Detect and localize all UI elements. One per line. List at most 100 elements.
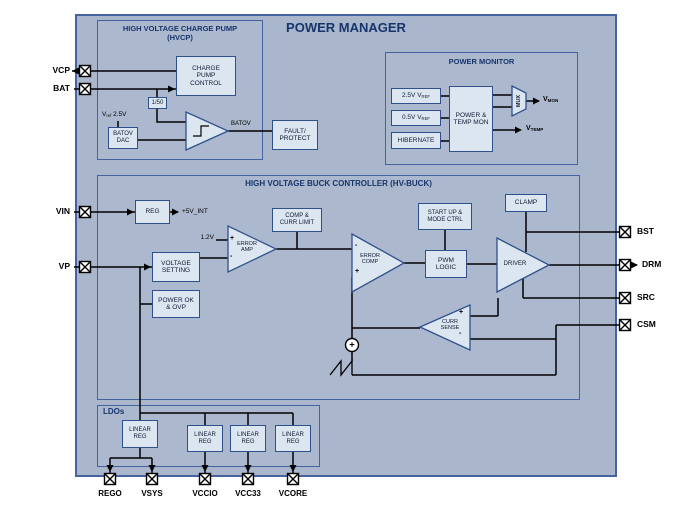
sawtooth-symbol: [329, 359, 353, 377]
block-pwm-logic: PWM LOGIC: [425, 250, 467, 278]
pin-csm: [618, 318, 632, 332]
vtemp-label: VTEMP: [526, 125, 543, 132]
hysteresis-icon: [193, 125, 209, 137]
error-amp-triangle: [227, 224, 278, 274]
block-power-ok-ovp: POWER OK & OVP: [152, 290, 200, 318]
block-divider-1-50: 1/50: [148, 97, 167, 109]
mux-trapezoid: [511, 84, 527, 118]
vref25-pre: 2.5V V: [402, 92, 422, 100]
driver-label: DRIVER: [503, 261, 527, 267]
pin-label-vp: VP: [58, 261, 70, 271]
vref-label: Vref 2.5V: [102, 111, 126, 118]
block-comp-curr-limit: COMP & CURR LIMIT: [272, 208, 322, 232]
pin-vp: [78, 260, 92, 274]
pin-vcc33: [241, 472, 255, 486]
curr-sense-label: CURR SENSE: [440, 319, 460, 332]
pin-rego: [103, 472, 117, 486]
block-vref-0v5: 0.5V VREF: [391, 110, 441, 126]
hvcp-title-line2: (HVCP): [167, 33, 193, 42]
vtemp-pre: V: [526, 125, 531, 132]
power-monitor-section-title: POWER MONITOR: [448, 57, 515, 66]
vref-sub: ref: [106, 113, 112, 119]
block-linear-reg-3: LINEAR REG: [230, 425, 266, 452]
block-linear-reg-2: LINEAR REG: [187, 425, 223, 452]
block-startup-mode-ctrl: START UP & MODE CTRL: [418, 203, 472, 230]
vmon-label: VMON: [543, 96, 558, 103]
pin-bat: [78, 82, 92, 96]
vref05-pre: 0.5V V: [402, 114, 422, 122]
curr-sense-plus-sign: +: [459, 309, 464, 316]
pin-src: [618, 291, 632, 305]
pin-label-bst: BST: [637, 226, 654, 236]
block-batov-dac: BATOV DAC: [108, 127, 138, 149]
pin-vccio: [198, 472, 212, 486]
error-amp-plus-sign: +: [230, 235, 235, 242]
arrow-vcc33-out: [244, 465, 252, 472]
arrow-vcore-out: [289, 465, 297, 472]
arrow-vmon: [533, 97, 540, 105]
arrow-5vint: [172, 208, 179, 216]
pin-drm: [618, 258, 632, 272]
pin-label-drm: DRM: [642, 259, 662, 269]
batov-comparator-triangle: [185, 110, 230, 152]
error-comp-triangle: [351, 232, 406, 294]
block-power-temp-mon: POWER & TEMP MON: [449, 86, 493, 152]
curr-sense-triangle: [418, 304, 471, 352]
vmon-sub: MON: [547, 98, 559, 104]
arrow-vp-in: [144, 263, 151, 271]
summing-junction: [344, 337, 360, 353]
vref05-text: 0.5V VREF: [402, 114, 430, 122]
arrow-rego-out: [106, 465, 114, 472]
mux-label: MUX: [516, 94, 522, 108]
error-comp-plus-sign: +: [355, 268, 360, 275]
pin-label-rego: REGO: [98, 489, 122, 498]
error-comp-minus-sign: -: [355, 242, 358, 249]
block-charge-pump-control: CHARGE PUMP CONTROL: [176, 56, 236, 96]
pin-bst: [618, 225, 632, 239]
pin-label-src: SRC: [637, 292, 655, 302]
hv-buck-section-title: HIGH VOLTAGE BUCK CONTROLLER (HV-BUCK): [245, 179, 432, 188]
error-amp-label: ERROR AMP: [237, 241, 257, 254]
hvcp-section-title: HIGH VOLTAGE CHARGE PUMP (HVCP): [97, 24, 263, 42]
page-title: POWER MANAGER: [286, 20, 406, 35]
signal-lines: [72, 70, 637, 474]
pin-label-bat: BAT: [53, 83, 70, 93]
block-clamp: CLAMP: [505, 194, 547, 212]
arrow-vtemp: [515, 126, 522, 134]
vref05-sub: REF: [421, 116, 430, 122]
vtemp-sub: TEMP: [530, 127, 544, 133]
curr-sense-minus-sign: -: [459, 330, 462, 337]
block-vref-2v5: 2.5V VREF: [391, 88, 441, 104]
pin-label-vsys: VSYS: [141, 489, 163, 498]
pin-vsys: [145, 472, 159, 486]
pin-vcp: [78, 64, 92, 78]
pin-label-vcc33: VCC33: [235, 489, 261, 498]
5v-int-label: +5V_INT: [182, 208, 208, 215]
vref25-sub: REF: [421, 94, 430, 100]
pin-label-vccio: VCCIO: [192, 489, 218, 498]
error-amp-minus-sign: -: [230, 253, 233, 260]
arrow-vin-in: [127, 208, 134, 216]
summing-plus-sign: +: [349, 339, 355, 350]
block-linear-reg-4: LINEAR REG: [275, 425, 311, 452]
arrow-bat-in: [168, 85, 175, 93]
error-comp-label: ERROR COMP: [360, 253, 380, 266]
vref-post: 2.5V: [111, 111, 127, 118]
pin-vin: [78, 205, 92, 219]
vref25-text: 2.5V VREF: [402, 92, 430, 100]
pin-label-vcp: VCP: [52, 65, 70, 75]
arrow-vsys-out: [148, 465, 156, 472]
hvcp-title-line1: HIGH VOLTAGE CHARGE PUMP: [122, 24, 238, 33]
block-reg: REG: [135, 200, 170, 224]
ldos-section-title: LDOs: [103, 407, 125, 416]
pin-label-vin: VIN: [55, 206, 70, 216]
arrow-vccio-out: [201, 465, 209, 472]
block-hibernate: HIBERNATE: [391, 132, 441, 149]
block-voltage-setting: VOLTAGE SETTING: [152, 252, 200, 282]
vmon-pre: V: [543, 96, 548, 103]
pin-label-csm: CSM: [637, 319, 656, 329]
arrow-drm-out: [631, 261, 638, 269]
triangle-symbols: [185, 84, 551, 352]
